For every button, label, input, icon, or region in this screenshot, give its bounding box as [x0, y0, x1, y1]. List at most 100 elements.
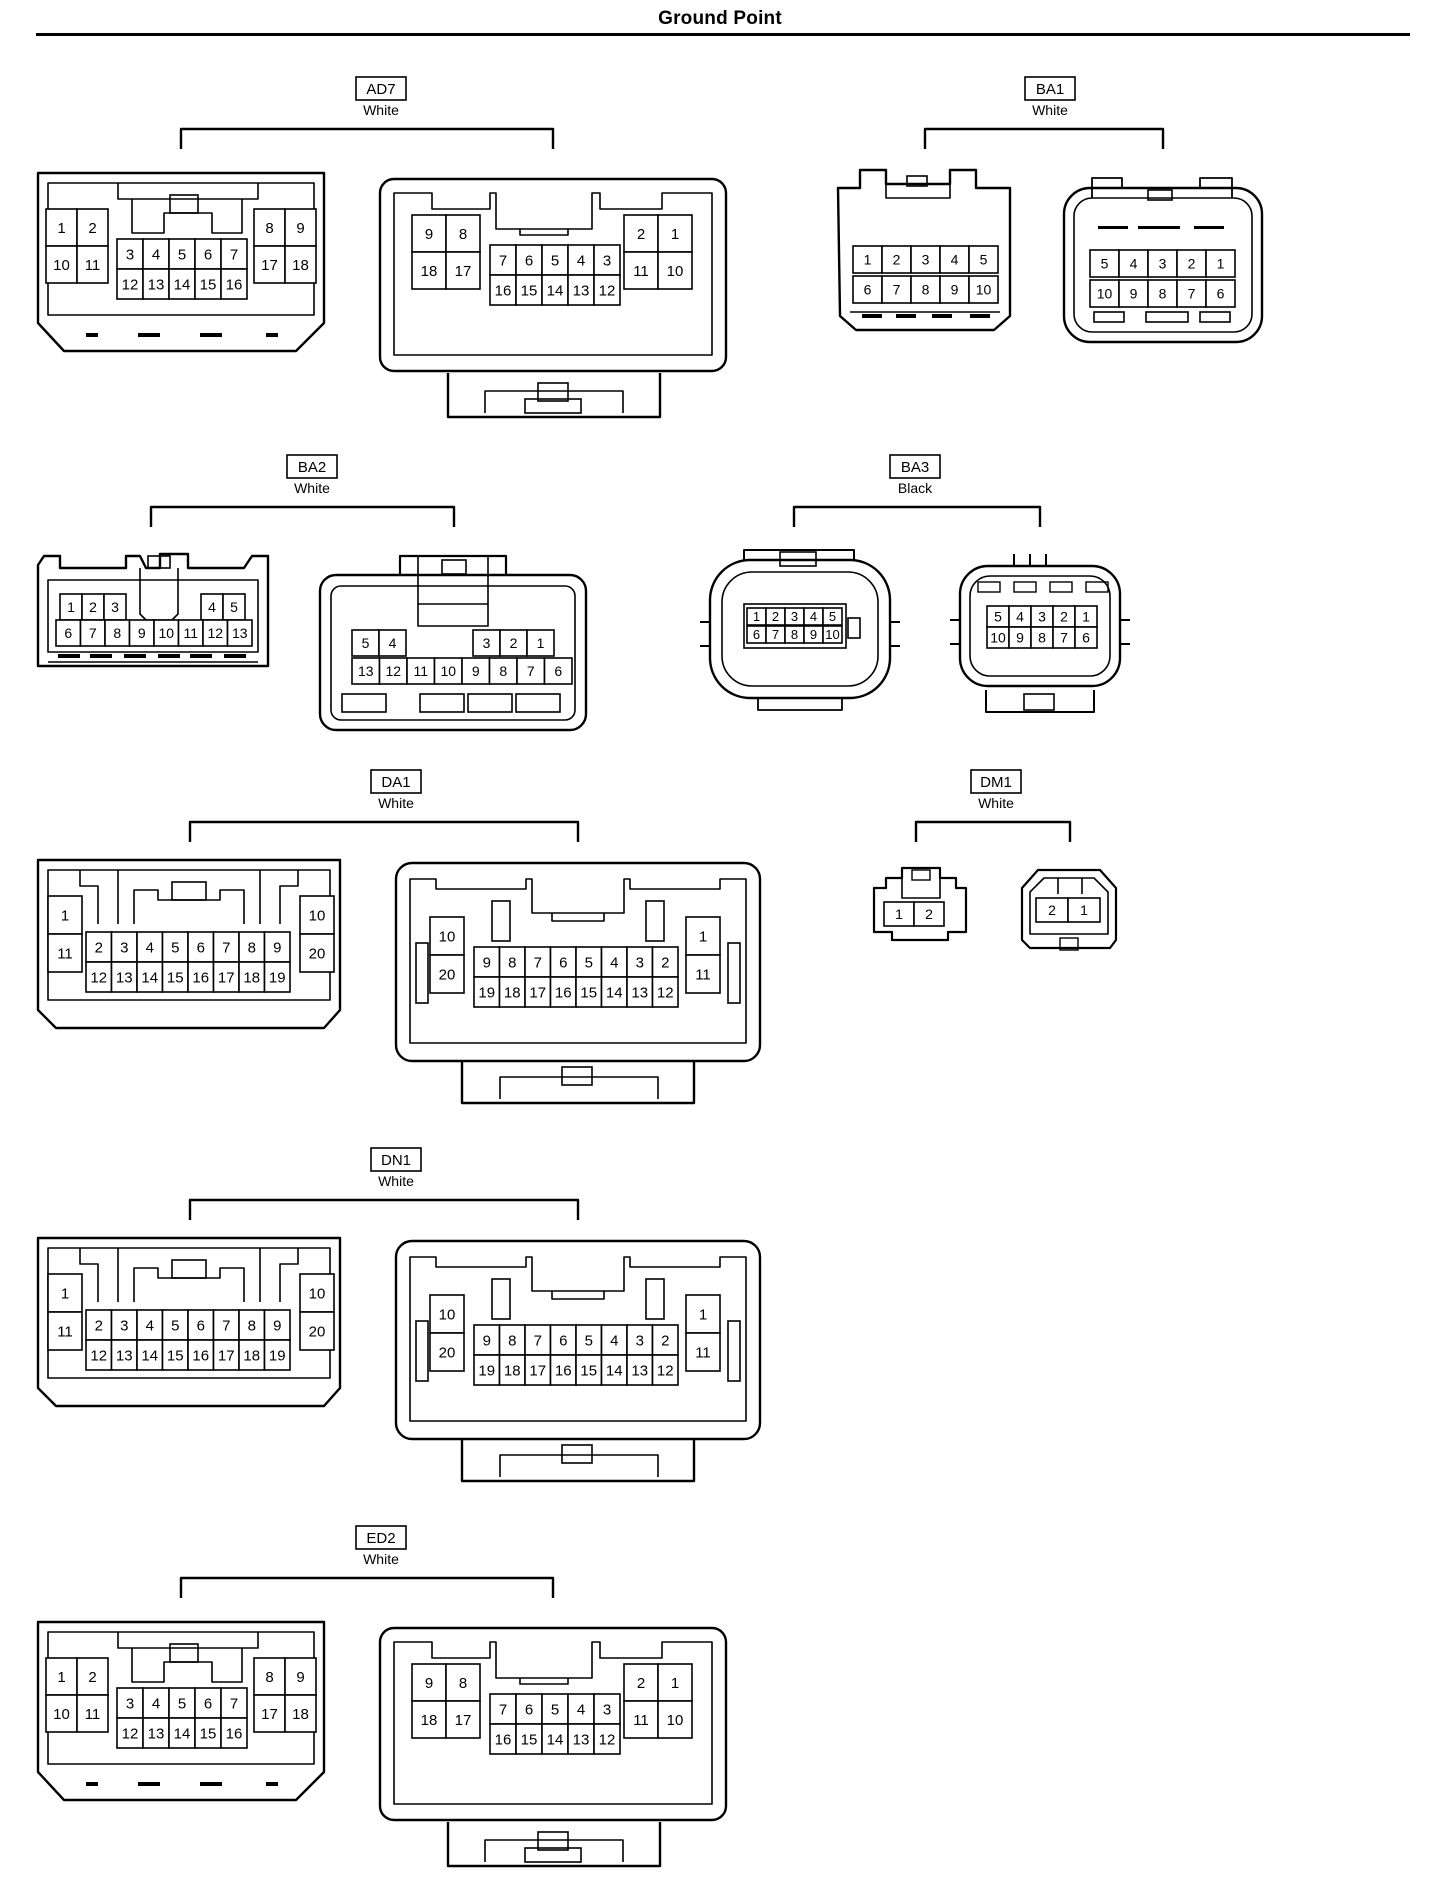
- connector-id: AD7: [366, 81, 395, 98]
- pin-number: 12: [207, 625, 223, 641]
- pin-cell: 10: [968, 275, 999, 304]
- pin-cell: 3: [626, 1324, 654, 1356]
- pin-number: 15: [167, 969, 184, 986]
- pin-cell: 1: [1205, 249, 1236, 278]
- pin-cell: 18: [238, 961, 266, 993]
- pin-cell: 17: [445, 251, 481, 290]
- pin-cell: 11: [76, 245, 109, 284]
- pin-number: 14: [606, 1362, 623, 1379]
- pin-cell: 5: [541, 1693, 569, 1725]
- pin-cell: 7: [212, 931, 240, 963]
- pin-cell: 12: [593, 1723, 621, 1755]
- pin-cell: 18: [498, 1354, 526, 1386]
- pin-cell: 7: [489, 1693, 517, 1725]
- pin-cell: 2: [85, 1309, 113, 1341]
- pin-cell: 3: [472, 629, 501, 657]
- pin-cell: 15: [161, 961, 189, 993]
- pin-number: 9: [138, 625, 146, 641]
- pin-number: 10: [440, 663, 456, 679]
- pin-number: 3: [120, 939, 128, 956]
- pin-cell: 16: [549, 1354, 577, 1386]
- pin-cell: 11: [177, 619, 204, 647]
- pin-cell: 14: [600, 976, 628, 1008]
- pin-cell: 4: [939, 245, 970, 274]
- pin-number: 14: [141, 1347, 158, 1364]
- pin-cell: 13: [626, 1354, 654, 1386]
- pin-number: 14: [174, 1725, 191, 1742]
- pin-number: 12: [122, 1725, 139, 1742]
- pin-number: 2: [510, 635, 518, 651]
- pin-cell: 2: [85, 931, 113, 963]
- pin-cell: 9: [128, 619, 155, 647]
- connector-id-box: [286, 454, 338, 479]
- pin-number: 3: [126, 1695, 134, 1712]
- pin-number: 4: [951, 252, 959, 268]
- pin-number: 13: [573, 282, 590, 299]
- pin-number: 6: [554, 663, 562, 679]
- pin-number: 10: [309, 907, 326, 924]
- pin-number: 12: [599, 1731, 616, 1748]
- pin-number: 18: [421, 263, 438, 280]
- pin-number: 9: [296, 1669, 304, 1686]
- pin-number: 6: [525, 252, 533, 269]
- pin-number: 7: [772, 627, 779, 642]
- pin-cell: 5: [986, 605, 1010, 628]
- pin-cell: 6: [187, 1309, 215, 1341]
- pin-cell: 9: [411, 214, 447, 253]
- pin-number: 5: [171, 1317, 179, 1334]
- pin-cell: 20: [299, 1311, 335, 1351]
- pin-number: 6: [1082, 630, 1090, 646]
- pin-cell: 14: [541, 1723, 569, 1755]
- pin-cell: 17: [212, 1339, 240, 1371]
- pin-cell: 14: [168, 268, 196, 300]
- pin-number: 10: [1097, 286, 1113, 302]
- pin-cell: 12: [116, 268, 144, 300]
- pin-cell: 1: [685, 1294, 721, 1334]
- pin-number: 1: [67, 599, 75, 615]
- connector-color: White: [363, 102, 399, 118]
- pin-number: 18: [504, 984, 521, 1001]
- pin-cell: 10: [433, 657, 463, 685]
- pin-cell: 6: [549, 1324, 577, 1356]
- pin-number: 17: [218, 1347, 235, 1364]
- pin-cell: 10: [822, 625, 843, 644]
- pin-cell: 12: [202, 619, 229, 647]
- pin-cell: 7: [212, 1309, 240, 1341]
- pin-number: 5: [829, 609, 836, 624]
- pin-number: 3: [111, 599, 119, 615]
- pin-number: 11: [183, 625, 198, 641]
- pin-cell: 20: [429, 1332, 465, 1372]
- pin-cell: 17: [253, 245, 286, 284]
- pin-cell: 10: [299, 1273, 335, 1313]
- connector-id: BA2: [298, 459, 326, 476]
- pin-number: 10: [825, 627, 839, 642]
- connector-id: DN1: [381, 1152, 411, 1169]
- pin-cell: 11: [623, 251, 659, 290]
- pin-number: 4: [577, 252, 585, 269]
- pin-cell: 9: [803, 625, 824, 644]
- pin-number: 6: [204, 1695, 212, 1712]
- pin-number: 7: [222, 1317, 230, 1334]
- pin-cell: 4: [567, 244, 595, 276]
- pin-cell: 11: [685, 1332, 721, 1372]
- pin-number: 8: [508, 1332, 516, 1349]
- pin-cell: 8: [1147, 279, 1178, 308]
- pin-number: 7: [534, 954, 542, 971]
- pin-number: 4: [810, 609, 817, 624]
- pin-number: 13: [573, 1731, 590, 1748]
- pin-cell: 16: [187, 1339, 215, 1371]
- pin-cell: 6: [55, 619, 82, 647]
- pin-cell: 4: [200, 593, 224, 621]
- pin-number: 20: [439, 966, 456, 983]
- pin-number: 2: [1188, 256, 1196, 272]
- pin-cell: 4: [136, 1309, 164, 1341]
- pin-number: 6: [753, 627, 760, 642]
- pin-cell: 12: [378, 657, 408, 685]
- pin-number: 4: [146, 939, 154, 956]
- pin-number: 13: [631, 984, 648, 1001]
- pin-cell: 14: [136, 1339, 164, 1371]
